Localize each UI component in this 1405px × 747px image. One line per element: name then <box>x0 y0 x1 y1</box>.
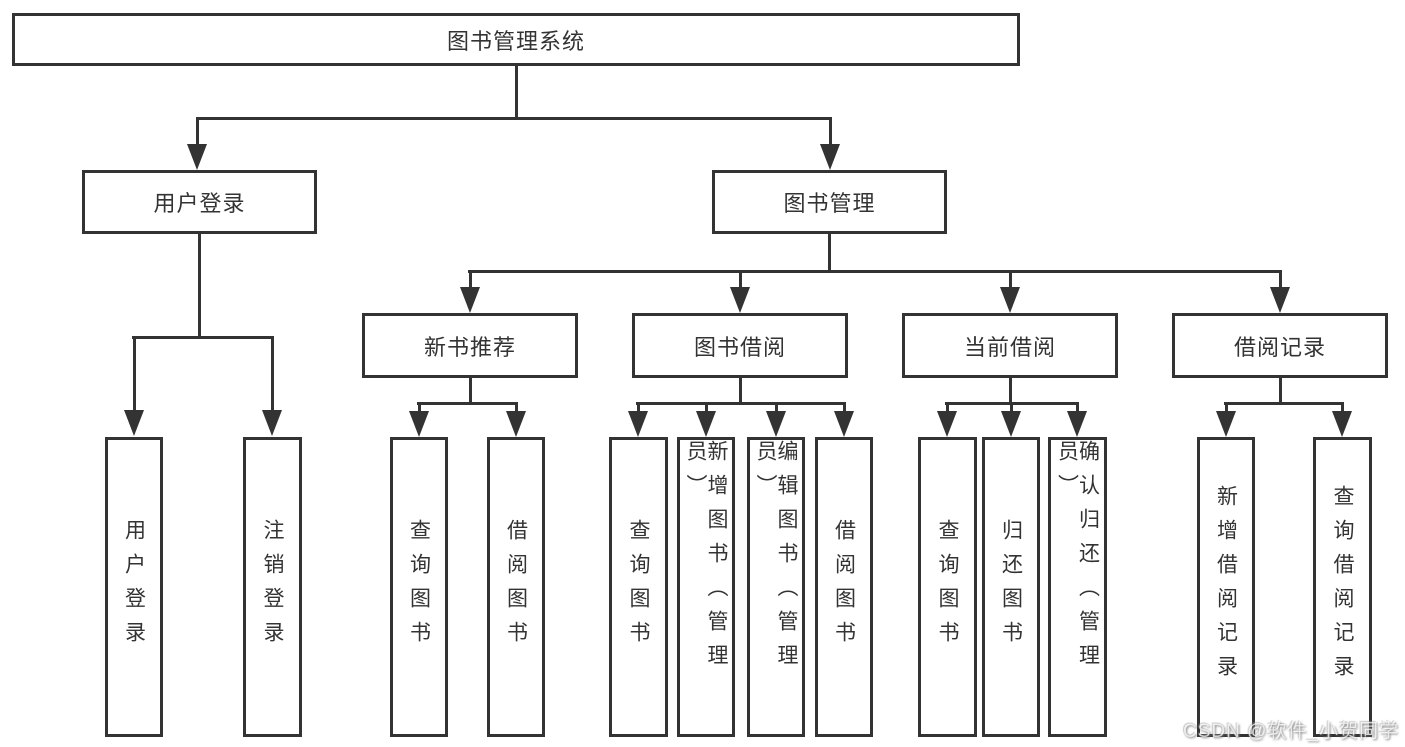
node-borrow-records: 借阅记录 <box>1172 313 1388 378</box>
connector-line <box>775 403 778 413</box>
node-user-login: 用户登录 <box>82 170 317 234</box>
connector-arrow <box>730 287 750 313</box>
connector-line <box>636 402 846 405</box>
leaf-logout: 注销登录 <box>243 437 302 737</box>
leaf-borrow-books: 借阅图书 <box>815 437 873 737</box>
leaf-user-login: 用户登录 <box>105 437 163 737</box>
node-root: 图书管理系统 <box>12 13 1020 66</box>
connector-line <box>1010 403 1013 413</box>
connector-arrow <box>409 411 429 437</box>
connector-line <box>843 403 846 413</box>
leaf-query-borrow-record: 查询借阅记录 <box>1313 437 1372 737</box>
connector-line <box>515 66 518 119</box>
connector-arrow <box>187 144 207 170</box>
connector-line <box>417 402 518 405</box>
leaf-query-books-current: 查询图书 <box>918 437 977 737</box>
connector-line <box>1009 271 1012 289</box>
connector-arrow <box>1001 411 1021 437</box>
connector-arrow <box>506 411 526 437</box>
connector-line <box>133 337 136 411</box>
leaf-query-books-borrow: 查询图书 <box>609 437 668 737</box>
node-book-management: 图书管理 <box>712 170 947 234</box>
connector-line <box>829 118 832 146</box>
connector-line <box>198 234 201 338</box>
connector-line <box>196 118 199 146</box>
connector-line <box>828 234 831 272</box>
connector-line <box>705 403 708 413</box>
connector-arrow <box>1332 411 1352 437</box>
node-book-borrow: 图书借阅 <box>632 313 848 378</box>
leaf-return-books: 归还图书 <box>982 437 1040 737</box>
leaf-add-borrow-record: 新增借阅记录 <box>1197 437 1255 737</box>
connector-line <box>271 337 274 411</box>
connector-arrow <box>262 410 282 436</box>
connector-arrow <box>1216 411 1236 437</box>
connector-arrow <box>766 411 786 437</box>
connector-line <box>637 403 640 413</box>
connector-line <box>196 117 832 120</box>
connector-line <box>469 378 472 404</box>
connector-arrow <box>937 411 957 437</box>
connector-arrow <box>696 411 716 437</box>
connector-line <box>132 336 274 339</box>
leaf-edit-books-admin: 编辑图书（管理员） <box>747 437 805 737</box>
connector-line <box>1341 403 1344 413</box>
connector-arrow <box>1270 287 1290 313</box>
leaf-borrow-books-recommend: 借阅图书 <box>487 437 545 737</box>
connector-arrow <box>820 144 840 170</box>
connector-line <box>1279 271 1282 289</box>
connector-arrow <box>124 410 144 436</box>
connector-line <box>1225 403 1228 413</box>
connector-line <box>1224 402 1344 405</box>
node-current-borrow: 当前借阅 <box>902 313 1118 378</box>
connector-line <box>1279 378 1282 404</box>
leaf-add-books-admin: 新增图书（管理员） <box>677 437 735 737</box>
connector-arrow <box>1067 411 1087 437</box>
leaf-confirm-return-admin: 确认归还（管理员） <box>1048 437 1107 737</box>
leaf-query-books-recommend: 查询图书 <box>390 437 448 737</box>
connector-line <box>739 378 742 404</box>
connector-line <box>418 403 421 413</box>
connector-line <box>468 270 1282 273</box>
connector-arrow <box>1000 287 1020 313</box>
connector-arrow <box>834 411 854 437</box>
connector-arrow <box>460 287 480 313</box>
connector-line <box>946 403 949 413</box>
connector-arrow <box>628 411 648 437</box>
connector-line <box>1076 403 1079 413</box>
node-new-book-recommend: 新书推荐 <box>362 313 578 378</box>
connector-line <box>739 271 742 289</box>
connector-line <box>1009 378 1012 404</box>
connector-line <box>515 403 518 413</box>
connector-line <box>469 271 472 289</box>
